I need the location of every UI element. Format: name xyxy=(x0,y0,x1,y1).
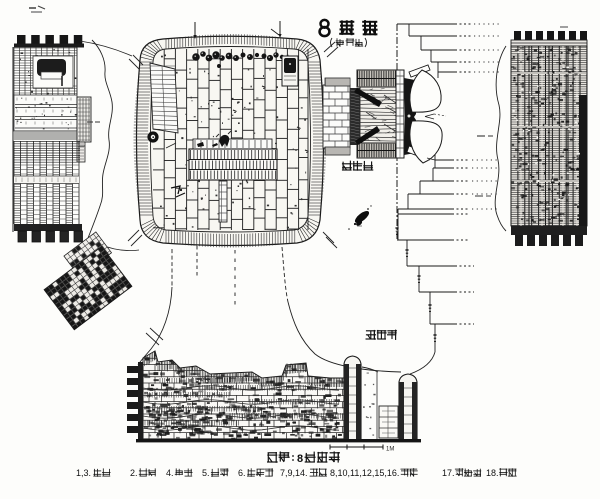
svg-text:2.: 2. xyxy=(130,468,138,478)
svg-text:6.: 6. xyxy=(238,468,246,478)
svg-text:8: 8 xyxy=(297,453,303,465)
svg-text:8,10,11,12,15,16.: 8,10,11,12,15,16. xyxy=(330,468,399,478)
svg-text:1M: 1M xyxy=(386,447,394,453)
svg-text:4.: 4. xyxy=(166,468,174,478)
svg-text:18.: 18. xyxy=(486,468,499,478)
svg-text:5.: 5. xyxy=(202,468,210,478)
svg-text:7,9,14.: 7,9,14. xyxy=(280,468,308,478)
svg-text:1,3.: 1,3. xyxy=(76,468,91,478)
svg-text:17.: 17. xyxy=(442,468,455,478)
